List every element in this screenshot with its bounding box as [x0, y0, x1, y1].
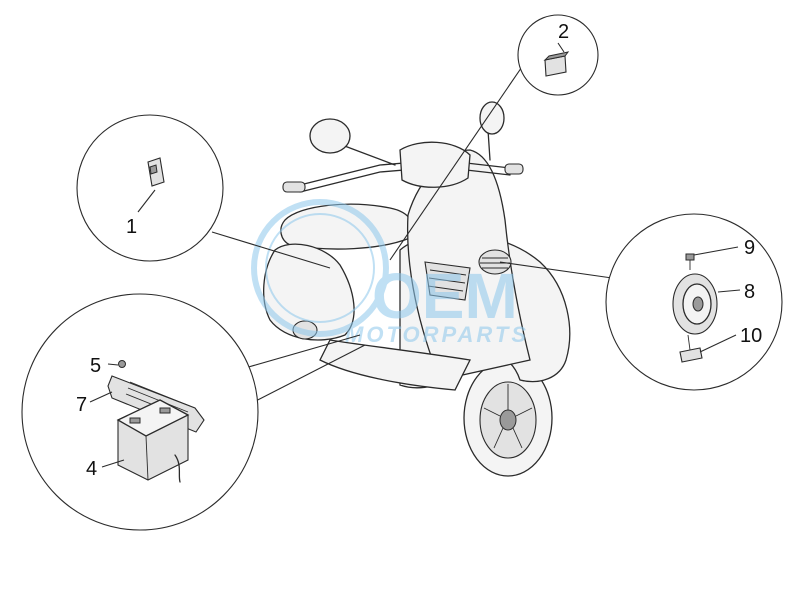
detail-circle-1: 1	[76, 114, 331, 269]
watermark-brand: OEM	[372, 260, 518, 332]
callout-4: 4	[86, 458, 97, 480]
watermark-inner-ring	[265, 213, 375, 323]
callout-5: 5	[90, 355, 101, 377]
leader-2	[557, 42, 565, 53]
part-8-horn[interactable]	[672, 273, 718, 335]
side-vent	[424, 261, 471, 301]
callout-9: 9	[744, 237, 755, 259]
part-4-battery[interactable]	[116, 399, 190, 483]
callout-1: 1	[126, 216, 137, 238]
mirrors	[309, 101, 505, 166]
part-5-screw[interactable]	[118, 360, 126, 368]
watermark: OEM MOTORPARTS	[251, 199, 529, 347]
callout-10: 10	[740, 325, 762, 347]
leader-5	[107, 363, 119, 366]
callout-7: 7	[76, 394, 87, 416]
leader-8	[717, 289, 741, 293]
floorboard	[319, 339, 471, 391]
leader-7	[89, 391, 113, 403]
leader-10	[699, 334, 737, 353]
connector-line-4b	[247, 344, 366, 406]
callout-8: 8	[744, 281, 755, 303]
handlebar	[282, 141, 524, 193]
scooter-illustration	[263, 101, 571, 477]
connector-line-1	[211, 231, 331, 269]
detail-circle-2: 2	[389, 14, 599, 261]
watermark-text: MOTORPARTS	[345, 322, 529, 347]
connector-line-4a	[244, 334, 361, 369]
connector-line-2	[389, 57, 529, 261]
detail-circle-battery: 5 7 4	[21, 293, 366, 531]
callout-2: 2	[558, 21, 569, 43]
rear-wheel	[463, 359, 553, 477]
watermark-ring	[251, 199, 389, 337]
detail-circle-horn: 9 8 10	[499, 213, 783, 391]
part-1-relay-bracket[interactable]	[147, 157, 165, 187]
part-10-bracket[interactable]	[679, 334, 703, 363]
leader-4	[101, 459, 125, 468]
part-9-screw[interactable]	[685, 253, 695, 270]
connector-line-3	[499, 261, 613, 279]
leader-9	[693, 246, 739, 256]
part-2-relay[interactable]	[543, 51, 570, 77]
leader-1	[137, 189, 156, 213]
